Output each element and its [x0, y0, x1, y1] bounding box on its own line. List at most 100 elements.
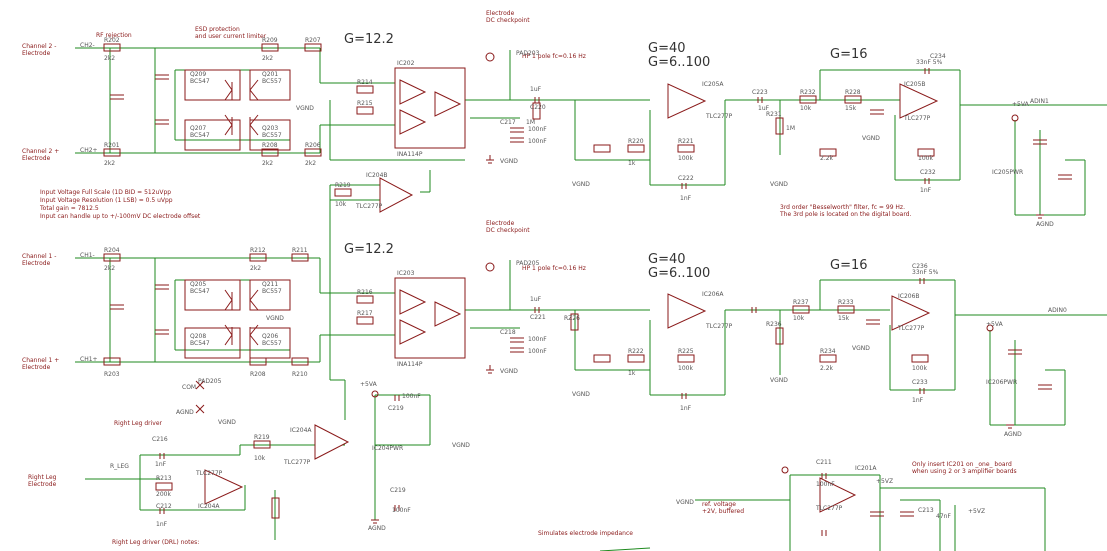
note-spec-2: Input Voltage Resolution (1 LSB) = 0.5 u…: [40, 197, 173, 204]
ref-q206: Q206: [262, 333, 278, 340]
type-ic205b: TLC277P: [903, 115, 931, 122]
ref-r234: R234: [820, 348, 836, 355]
val-c224: 1nF: [680, 405, 692, 412]
ref-ic206pwr: IC206PWR: [986, 379, 1017, 386]
ref-r219: R219: [335, 182, 351, 189]
netlabel-vcc-bottom: +5VA: [986, 321, 1004, 328]
ref-r219-rl: R219: [254, 434, 270, 441]
ref-r204: R204: [104, 247, 120, 254]
ref-r236: R236: [766, 321, 782, 328]
ref-ic206b: IC206B: [898, 293, 920, 300]
val-r230: 2.2k: [820, 155, 834, 162]
val-r225: 100k: [678, 365, 693, 372]
val-r220: 1k: [628, 160, 636, 167]
val-c219: 100nF: [392, 507, 411, 514]
ref-r201: R201: [104, 142, 120, 149]
val-r201: 2k2: [104, 160, 115, 167]
val-r224: 1M: [526, 119, 535, 126]
ref-ic203: IC203: [397, 270, 415, 277]
val-r206: 2k2: [305, 160, 316, 167]
val-c218: 100nF: [528, 336, 547, 343]
opamp-ic205b: [899, 83, 939, 119]
ref-r202: R202: [104, 37, 120, 44]
ref-c219: C219: [390, 487, 406, 494]
note-mount-2: when using 2 or 3 amplifier boards: [912, 468, 1017, 475]
val-r232: 10k: [800, 105, 812, 112]
netlabel-vcc-rl: +5VA: [360, 381, 378, 388]
ref-ic205pwr: IC205PWR: [992, 169, 1023, 176]
val-r235: 100k: [912, 365, 927, 372]
val-c218b: 100nF: [528, 348, 547, 355]
val-c220: 1uF: [530, 86, 542, 93]
label-channel2-minus-electrode: Electrode: [22, 50, 51, 57]
label-channel1-plus-electrode: Electrode: [22, 364, 51, 371]
note-hp-filter-top: HP 1 pole fc=0.16 Hz: [522, 53, 586, 60]
netlabel-vgnd-ref: VGND: [676, 499, 694, 506]
ref-ic202: IC202: [397, 60, 415, 67]
val-r208: 2k2: [262, 160, 273, 167]
ref-c236: C236: [912, 263, 928, 270]
esd-transistor-block-bottom: [184, 279, 291, 359]
note-spec-3: Total gain = 7812.5: [39, 205, 99, 212]
type-ic206b: TLC277P: [897, 325, 925, 332]
opamp-ic205a: [667, 83, 707, 119]
note-filter3b: The 3rd pole is located on the digital b…: [779, 211, 911, 218]
ref-r228: R228: [845, 89, 861, 96]
gain-label-stage3-bottom: G=16: [830, 258, 868, 273]
note-sim-electrode: Simulates electrode impedance: [538, 530, 633, 537]
label-channel1-minus-electrode: Electrode: [22, 260, 51, 267]
netlabel-vgnd-c235: VGND: [852, 345, 870, 352]
ref-r206: R206: [305, 142, 321, 149]
type-ic203: INA114P: [397, 361, 423, 368]
netlabel-vgnd-c231: VGND: [862, 135, 880, 142]
gain-label-stage2-bottom: G=40: [648, 252, 686, 267]
ref-r233: R233: [838, 299, 854, 306]
capacitors: [110, 68, 1072, 536]
ref-c213: C213: [918, 507, 934, 514]
type-q201: BC557: [262, 78, 282, 85]
netlabel-vgnd-f3-top: VGND: [770, 181, 788, 188]
type-q208: BC547: [190, 340, 210, 347]
type-ic206a: TLC277P: [705, 323, 733, 330]
val-r204: 2k2: [104, 265, 115, 272]
ref-r208-bottom: R208: [250, 371, 266, 378]
ref-r212: R212: [250, 247, 266, 254]
top-channel-wires: [75, 47, 1107, 216]
type-q209: BC547: [190, 78, 210, 85]
ref-q207: Q207: [190, 125, 206, 132]
val-c217b: 100nF: [528, 138, 547, 145]
ref-r216: R216: [357, 289, 373, 296]
ref-r217: R217: [357, 310, 373, 317]
netlabel-vgnd-esd-bottom: VGND: [266, 315, 284, 322]
ref-r225: R225: [678, 348, 694, 355]
note-ref-voltage-2: +2V, buffered: [702, 508, 744, 515]
gain-label-stage2-top: G=40: [648, 41, 686, 56]
ref-r220: R220: [628, 138, 644, 145]
label-channel2-minus: Channel 2 -: [22, 43, 56, 50]
val-c216: 1nF: [155, 461, 167, 468]
resistors: [103, 43, 935, 519]
val-r228: 15k: [845, 105, 857, 112]
val-c213: 47nF: [936, 513, 951, 520]
note-electrode-top: Electrode: [486, 10, 515, 17]
label-right-leg-electrode: Electrode: [28, 481, 57, 488]
ref-ic205a: IC205A: [702, 81, 724, 88]
ref-ic205b: IC205B: [904, 81, 926, 88]
ref-r221: R221: [678, 138, 694, 145]
ina-block-bottom: [394, 277, 466, 359]
ref-c220: C220: [530, 104, 546, 111]
val-r233: 15k: [838, 315, 850, 322]
netlabel-agnd: AGND: [176, 409, 194, 416]
netlabel-vgnd-hp-top: VGND: [572, 181, 590, 188]
ref-ic206a: IC206A: [702, 291, 724, 298]
ref-r208: R208: [262, 142, 278, 149]
val-r209: 2k2: [262, 55, 273, 62]
val-r202: 2k2: [104, 55, 115, 62]
netlabel-ch1-plus: CH1+: [80, 356, 98, 363]
ref-c234: C234: [930, 53, 946, 60]
val-c211: 100nF: [816, 481, 835, 488]
val-c219a: 100nF: [402, 393, 421, 400]
val-c236: 33nF 5%: [912, 269, 939, 276]
ref-c219a: C219: [388, 405, 404, 412]
